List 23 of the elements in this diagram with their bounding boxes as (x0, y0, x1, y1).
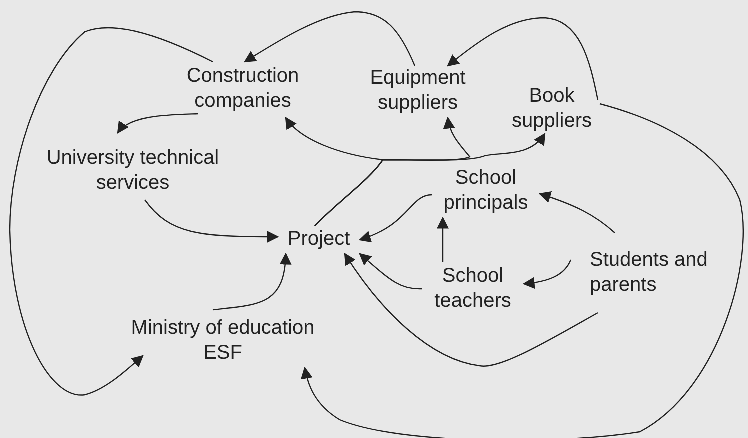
node-label: Construction companies (178, 64, 308, 114)
arrow (244, 11, 416, 66)
node-label: Book suppliers (500, 84, 604, 134)
arrow (212, 252, 292, 311)
arrow (9, 27, 214, 396)
arrow (358, 194, 432, 242)
node-label: Project (280, 226, 358, 252)
node-label: Students and parents (590, 248, 722, 298)
node-label: Ministry of education ESF (118, 316, 328, 366)
arrow (359, 253, 422, 290)
arrow (314, 133, 546, 226)
arrow (344, 253, 598, 367)
node-label: School teachers (424, 264, 522, 314)
node-label: University technical services (44, 146, 222, 196)
arrow (117, 113, 198, 134)
arrow (538, 192, 616, 234)
arrow (447, 17, 599, 100)
node-label: Equipment suppliers (360, 66, 476, 116)
arrow (301, 103, 744, 438)
node-label: School principals (432, 166, 540, 216)
arrow (522, 260, 572, 289)
arrow (437, 216, 449, 262)
arrow (144, 200, 280, 243)
